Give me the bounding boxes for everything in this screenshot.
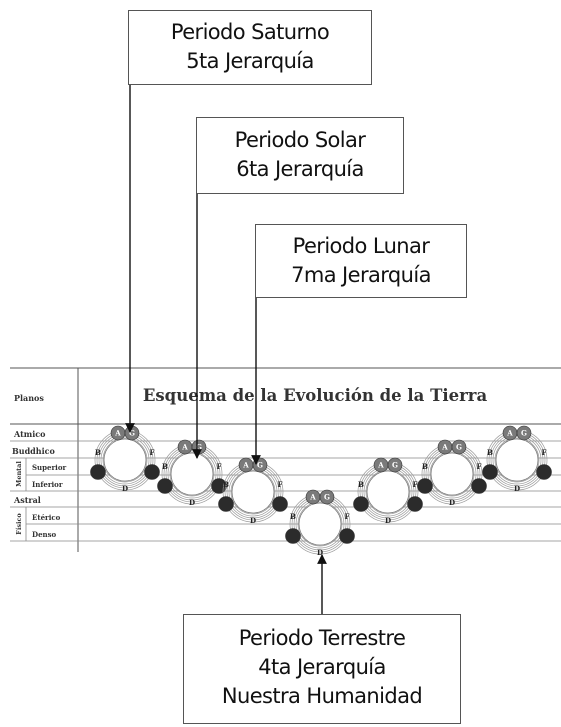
globe-a-label: A xyxy=(309,493,316,502)
globe-b-label: B xyxy=(95,448,101,457)
globe-e xyxy=(536,464,552,480)
globe-g xyxy=(387,457,403,473)
globe-g xyxy=(319,489,335,505)
chain-center xyxy=(366,470,410,514)
callout-terrestre-hierarchy: 4ta Jerarquía xyxy=(258,655,386,679)
chain-center xyxy=(430,452,474,496)
globe-f-label: F xyxy=(278,480,283,489)
callout-lunar-title: Periodo Lunar xyxy=(292,234,430,258)
globe-g xyxy=(516,425,532,441)
plane-group-mental: Mental xyxy=(15,461,23,487)
plane-label-atmico: Atmico xyxy=(13,429,46,439)
callout-solar-hierarchy: 6ta Jerarquía xyxy=(236,157,364,181)
plane-label-eterico: Etérico xyxy=(32,513,61,522)
globe-g xyxy=(451,439,467,455)
callout-terrestre-humanity: Nuestra Humanidad xyxy=(221,684,423,708)
globe-f-label: F xyxy=(477,462,482,471)
globe-g-label: G xyxy=(392,461,398,470)
globe-e xyxy=(144,464,160,480)
globe-g-label: G xyxy=(129,429,135,438)
globe-c xyxy=(90,464,106,480)
plane-label-astral: Astral xyxy=(13,495,41,505)
callout-terrestre-title: Periodo Terrestre xyxy=(238,626,406,650)
globe-a-label: A xyxy=(242,461,249,470)
callout-periodo-saturno: Periodo Saturno 5ta Jerarquía xyxy=(128,10,372,85)
callout-lunar-hierarchy: 7ma Jerarquía xyxy=(291,263,431,287)
globe-a-label: A xyxy=(377,461,384,470)
globe-b-label: B xyxy=(223,480,229,489)
plane-label-superior: Superior xyxy=(32,463,67,472)
chain-center xyxy=(170,452,214,496)
globe-e xyxy=(339,528,355,544)
globe-a-label: A xyxy=(114,429,121,438)
callout-solar-title: Periodo Solar xyxy=(234,128,366,152)
globe-d-label: D xyxy=(514,484,520,493)
globe-b-label: B xyxy=(422,462,428,471)
globe-b-label: B xyxy=(290,512,296,521)
globe-e xyxy=(471,478,487,494)
globe-f-label: F xyxy=(413,480,418,489)
globe-e xyxy=(407,496,423,512)
globe-d-label: D xyxy=(385,516,391,525)
callout-saturno-title: Periodo Saturno xyxy=(170,20,330,44)
chain-center xyxy=(231,470,275,514)
globe-g-label: G xyxy=(521,429,527,438)
globe-d-label: D xyxy=(449,498,455,507)
globe-f-label: F xyxy=(345,512,350,521)
globe-a-label: A xyxy=(441,443,448,452)
globe-d-label: D xyxy=(122,484,128,493)
callout-saturno-hierarchy: 5ta Jerarquía xyxy=(186,49,314,73)
globe-d-label: D xyxy=(189,498,195,507)
globe-g-label: G xyxy=(196,443,202,452)
globe-b-label: B xyxy=(162,462,168,471)
globe-g-label: G xyxy=(324,493,330,502)
globe-b-label: B xyxy=(487,448,493,457)
globe-d-label: D xyxy=(317,548,323,557)
globe-d-label: D xyxy=(250,516,256,525)
diagram-title: Esquema de la Evolución de la Tierra xyxy=(143,386,488,405)
callout-periodo-terrestre: Periodo Terrestre 4ta Jerarquía Nuestra … xyxy=(183,614,461,724)
plane-group-fisico: Físico xyxy=(15,513,23,535)
callout-periodo-solar: Periodo Solar 6ta Jerarquía xyxy=(196,117,404,194)
globe-c xyxy=(417,478,433,494)
globe-c xyxy=(285,528,301,544)
globe-f-label: F xyxy=(150,448,155,457)
globe-b-label: B xyxy=(358,480,364,489)
chain-center xyxy=(298,502,342,546)
globe-a-label: A xyxy=(181,443,188,452)
globe-a-label: A xyxy=(506,429,513,438)
planes-header: Planos xyxy=(14,393,44,403)
globe-c xyxy=(482,464,498,480)
globe-g-label: G xyxy=(257,461,263,470)
callout-periodo-lunar: Periodo Lunar 7ma Jerarquía xyxy=(255,224,467,298)
chain-center xyxy=(495,438,539,482)
chain-center xyxy=(103,438,147,482)
plane-label-inferior: Inferior xyxy=(32,480,63,489)
globe-e xyxy=(272,496,288,512)
globe-g-label: G xyxy=(456,443,462,452)
plane-label-buddhico: Buddhico xyxy=(12,446,55,456)
globe-f-label: F xyxy=(217,462,222,471)
globe-c xyxy=(353,496,369,512)
globe-c xyxy=(218,496,234,512)
globe-c xyxy=(157,478,173,494)
globe-f-label: F xyxy=(542,448,547,457)
plane-label-denso: Denso xyxy=(32,530,57,539)
